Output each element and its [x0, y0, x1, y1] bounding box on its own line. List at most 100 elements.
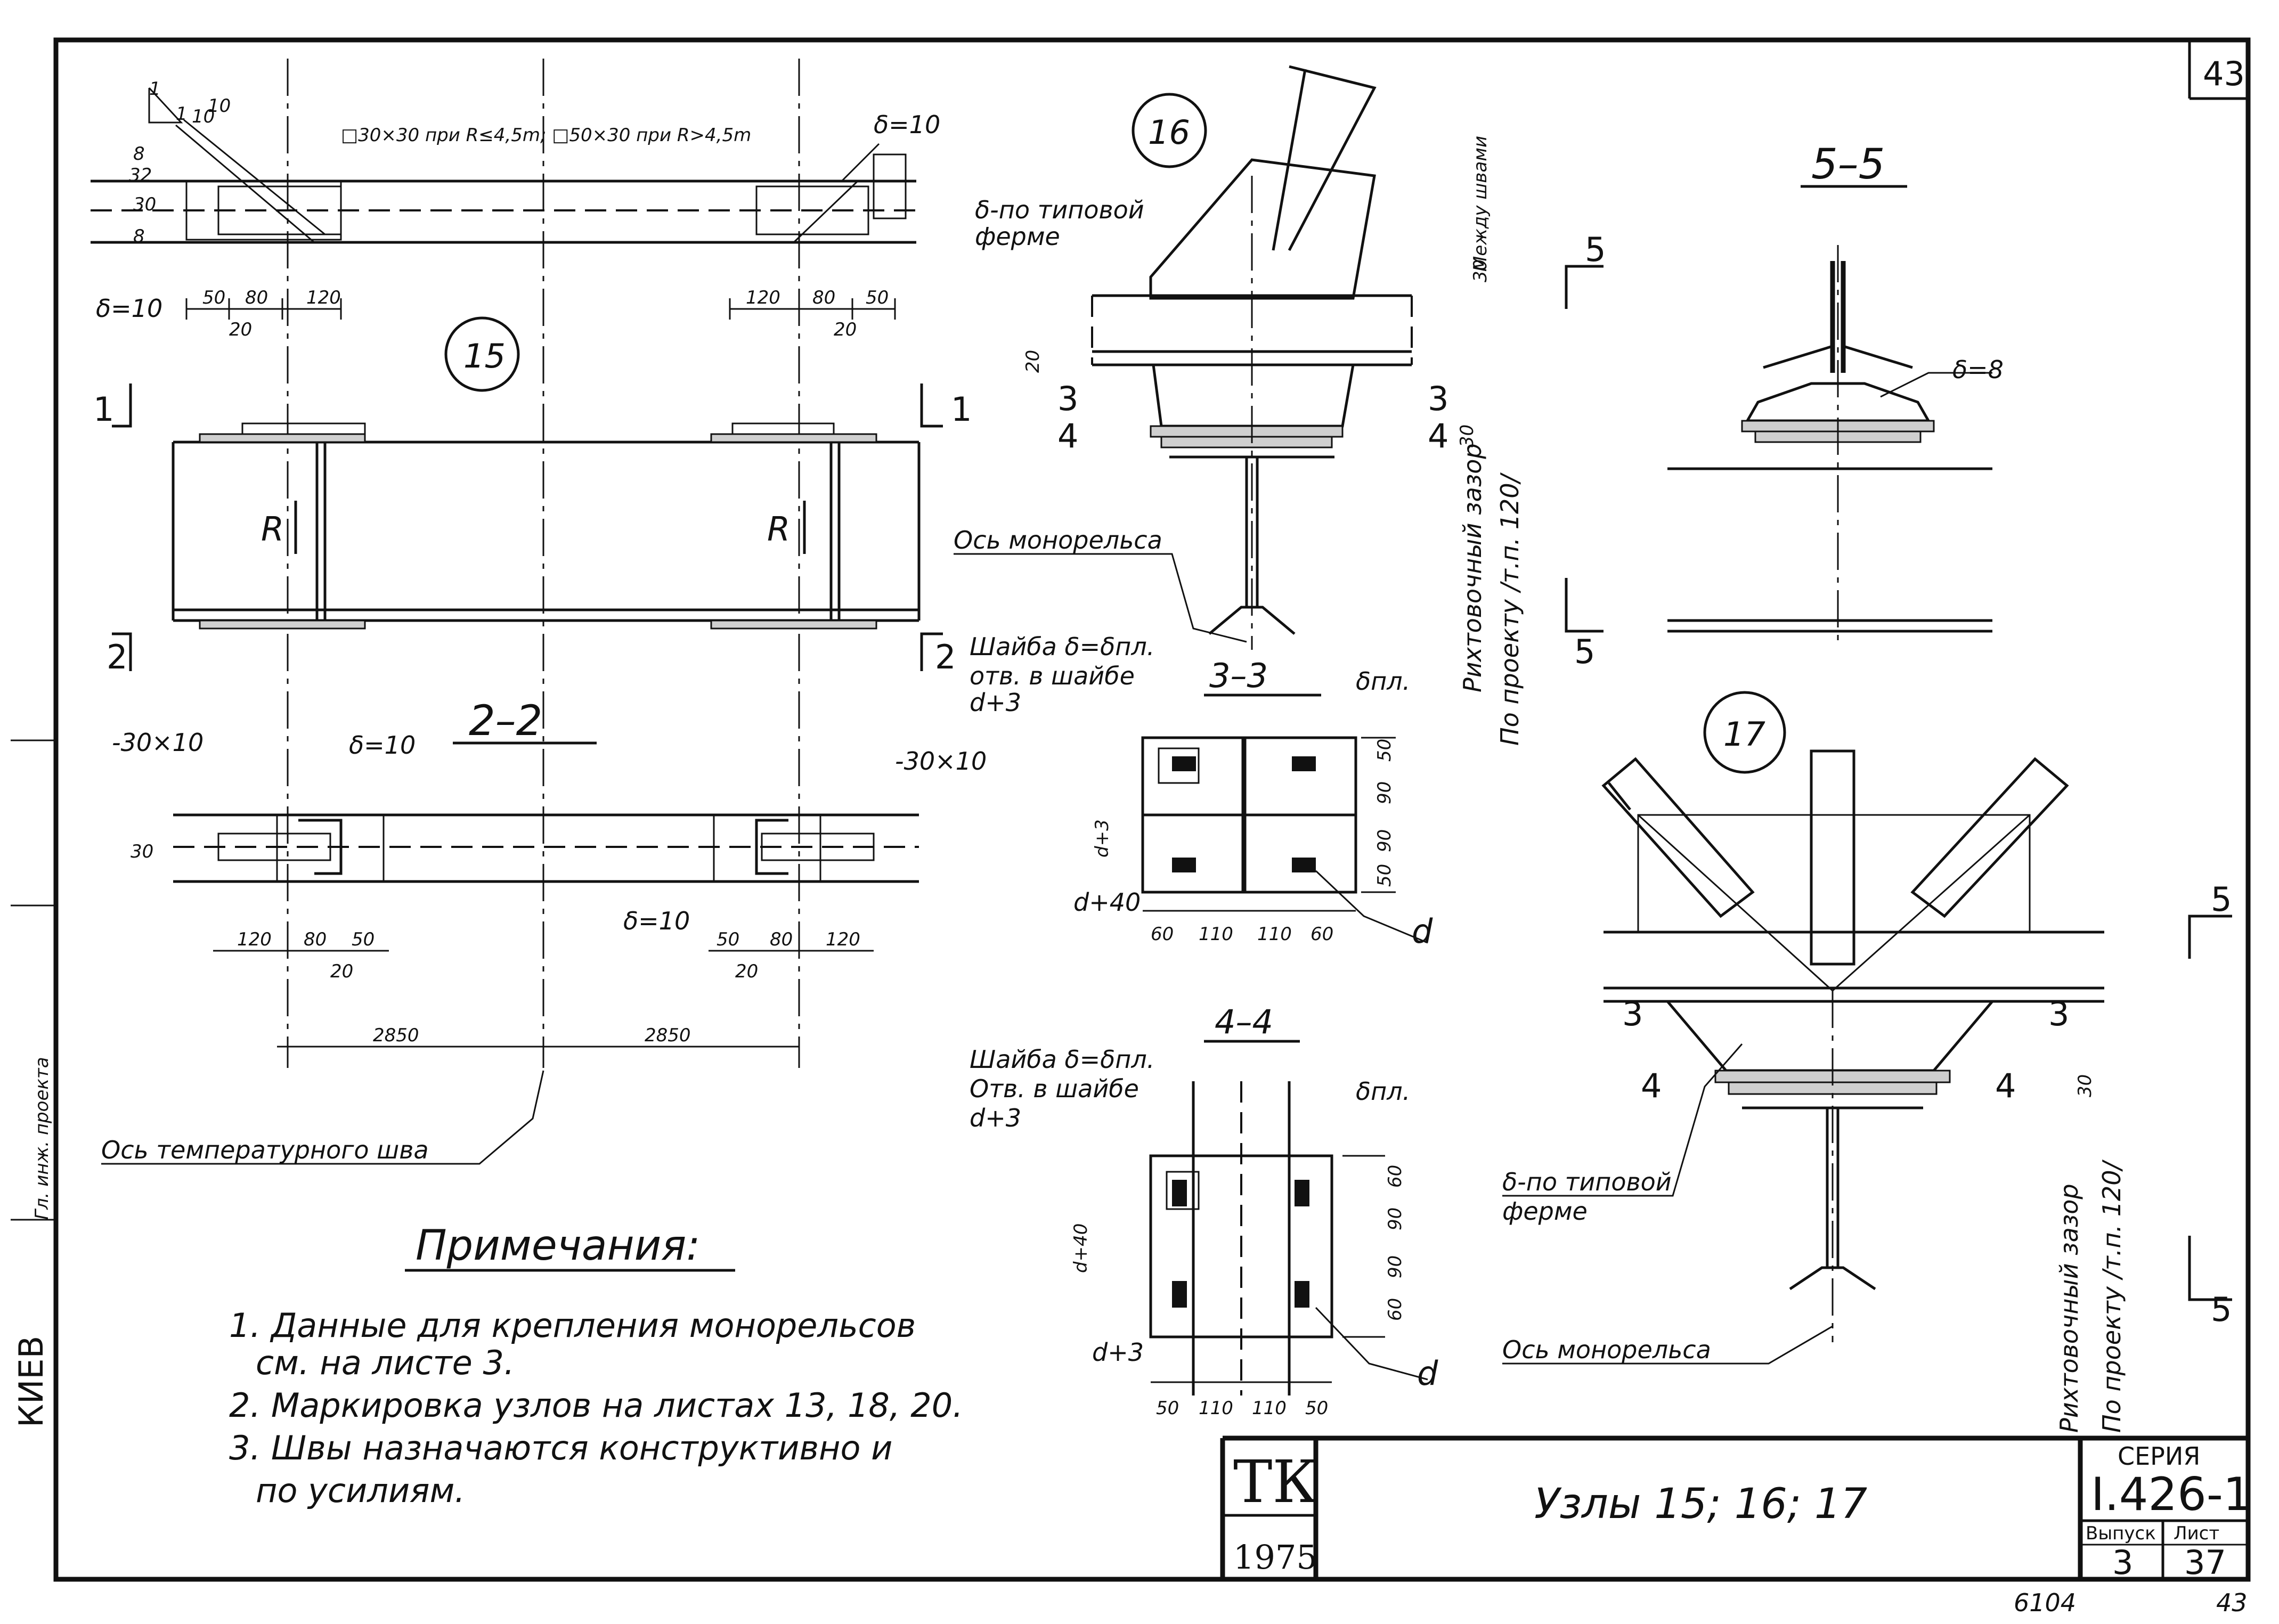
section-4-4-dim-h: 50: [1305, 1398, 1328, 1419]
section-4-4-washer-3: d+3: [970, 1104, 1021, 1132]
section-4-4-title: 4–4: [1215, 1002, 1273, 1041]
section-3-3-washer-3: d+3: [970, 688, 1021, 717]
section-5-bottom-17: 5: [2211, 1290, 2232, 1329]
node-15-dim-height: 32: [129, 165, 152, 186]
sheet-frame: [11, 37, 2251, 1582]
node-15-dim-line-left: [185, 298, 342, 320]
section-2-2-dim-right: 50: [717, 929, 739, 950]
node-15-plate-note: □30×30 при R≤4,5m; □50×30 при R>4,5m: [341, 125, 751, 146]
section-3-3-dim-h: 110: [1199, 924, 1233, 945]
node-15-beam-elevation: [172, 422, 921, 630]
note-line: 1. Данные для крепления монорельсов: [229, 1306, 916, 1345]
node-15-slope: 1: [149, 78, 161, 100]
margin-stamp: Гл. инж. проекта: [31, 1057, 53, 1220]
section-4-4-dim-h: 110: [1199, 1398, 1233, 1419]
section-3-3-washer-2: отв. в шайбе: [970, 662, 1135, 690]
title-block-sheet: 37: [2184, 1543, 2226, 1582]
node-15-dim-line-right: [729, 298, 896, 320]
node-15-load-right: R: [767, 510, 790, 549]
node-15-dim-height: 8: [133, 143, 145, 165]
section-2-2-span-right: 2850: [645, 1025, 691, 1046]
section-4-4-d3: d+3: [1092, 1338, 1144, 1367]
node-17-label: 17: [1723, 715, 1765, 754]
section-4-4-d40: d+40: [1070, 1223, 1092, 1273]
section-5-5-thk: δ=8: [1952, 355, 2004, 384]
title-block-org: ТК: [1233, 1448, 1318, 1516]
section-3-3-dim-v: 90: [1374, 781, 1395, 804]
node-16-gap-label: Рихтовочный зазор: [1458, 443, 1487, 692]
section-2-2-dim-right: 80: [770, 929, 793, 950]
section-3-right: 3: [1428, 379, 1448, 418]
node-16-dim-top: 30: [1470, 259, 1491, 282]
title-block: [1220, 1435, 2248, 1579]
node-17-drawing: [1601, 749, 2104, 1342]
section-1-left: 1: [93, 390, 114, 429]
temperature-joint-leader: [101, 1070, 544, 1165]
node-15-slope: 10: [208, 95, 231, 117]
node-15-plan: [91, 87, 916, 244]
section-3-3-d: d: [1412, 912, 1433, 951]
node-16-drawing: [1091, 65, 1413, 650]
section-5-marks-17: [2188, 915, 2232, 1301]
side-city-mark: КИЕВ: [12, 1336, 51, 1427]
node-15-dim-height: 8: [133, 226, 145, 247]
node-15-thk-right: δ=10: [874, 110, 940, 139]
section-5-top: 5: [1585, 230, 1606, 269]
section-3-3-plate: δпл.: [1356, 667, 1410, 696]
section-5-5-drawing: [1565, 245, 1992, 644]
node-15-marker: [444, 316, 520, 392]
section-3-3-dim-h: 60: [1151, 924, 1174, 945]
section-2-2-dim-left: 20: [330, 961, 353, 982]
section-2-right: 2: [935, 638, 956, 676]
section-3-3-dim-v: 50: [1374, 864, 1395, 887]
node-17-gap-label: Рихтовочный зазор: [2055, 1184, 2083, 1433]
section-4-4-dim-v: 60: [1385, 1298, 1406, 1321]
section-3-3-d40: d+40: [1073, 888, 1141, 917]
section-2-2-dim-right: 120: [826, 929, 860, 950]
title-block-series: I.426-1: [2091, 1468, 2252, 1521]
section-3-3-d3: d+3: [1092, 819, 1113, 858]
section-4-4-plate: δпл.: [1356, 1077, 1410, 1106]
section-2-2-dim-left: 50: [352, 929, 375, 950]
node-15-dim-left: 50: [202, 287, 225, 308]
temperature-joint-axis-label: Ось температурного шва: [101, 1136, 429, 1164]
section-2-2-strip-left: -30×10: [112, 728, 204, 757]
node-16-label: 16: [1148, 113, 1190, 152]
archive-number: 6104: [2014, 1588, 2076, 1617]
node-16-truss-note-2: ферме: [975, 222, 1060, 251]
section-4-4-dim-h: 50: [1156, 1398, 1179, 1419]
section-2-2-span-left: 2850: [373, 1025, 419, 1046]
title-block-issue: 3: [2112, 1543, 2133, 1582]
node-16-rail-axis: Ось монорельса: [954, 526, 1162, 554]
node-16-marker: [1132, 93, 1207, 168]
node-15-dim-left: 80: [245, 287, 268, 308]
section-3-3-dim-h: 60: [1311, 924, 1333, 945]
section-1-marks: [112, 383, 943, 671]
title-block-issue-label: Выпуск: [2086, 1523, 2156, 1544]
title-block-series-label: СЕРИЯ: [2118, 1442, 2200, 1471]
section-3-left: 3: [1057, 379, 1078, 418]
node-15-slope: 1: [176, 103, 188, 125]
node-15-label: 15: [463, 337, 506, 376]
section-5-top-17: 5: [2211, 880, 2232, 919]
section-2-2-dim-left: 120: [237, 929, 272, 950]
corner-sheet-number: 43: [2203, 54, 2245, 93]
node-15-dim-left: 120: [306, 287, 341, 308]
note-line: см. на листе 3.: [256, 1343, 515, 1382]
node-16-gap-project: По проекту /т.п. 120/: [1495, 472, 1524, 746]
section-2-2-height: 30: [131, 841, 153, 862]
section-3-right-17: 3: [2048, 994, 2069, 1033]
node-17-truss-leader: [1502, 1043, 1743, 1197]
section-4-right-17: 4: [1995, 1066, 2016, 1105]
section-3-3-plate-drawing: [1141, 736, 1428, 944]
section-3-3-dim-h: 110: [1257, 924, 1292, 945]
node-16-dim-30: 30: [1456, 425, 1478, 447]
note-line: по усилиям.: [256, 1471, 465, 1510]
node-15-slope: 10: [192, 106, 215, 127]
notes-title: Примечания:: [416, 1222, 700, 1270]
section-4-left-17: 4: [1641, 1066, 1662, 1105]
note-line: 3. Швы назначаются конструктивно и: [229, 1429, 892, 1467]
node-17-truss-note: δ-по типовой: [1502, 1168, 1672, 1196]
node-15-dim-left: 20: [229, 319, 252, 340]
